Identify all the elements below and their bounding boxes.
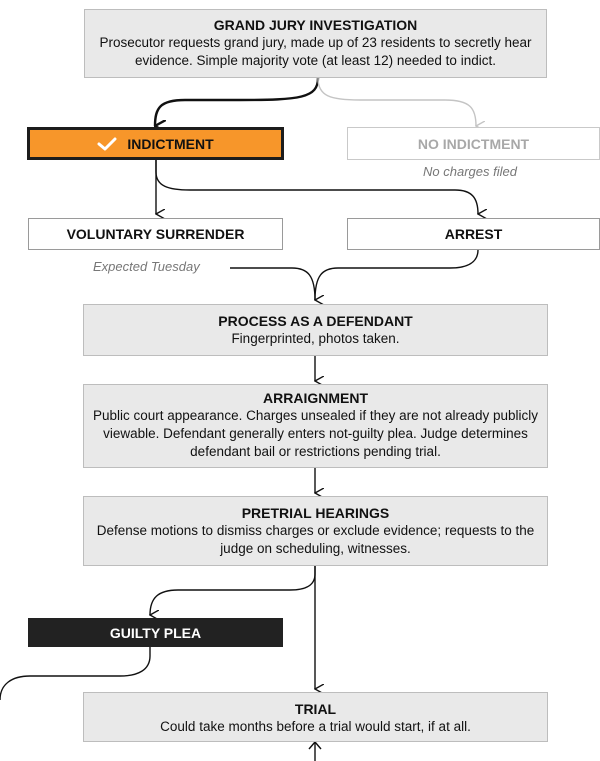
arrest-label: ARREST <box>444 226 503 242</box>
voluntary-surrender-label: VOLUNTARY SURRENDER <box>66 226 245 242</box>
trial-description: Could take months before a trial would s… <box>160 719 471 734</box>
connector-grand-jury-to-no-indictment <box>317 77 476 126</box>
grand-jury-description: Prosecutor requests grand jury, made up … <box>99 35 532 68</box>
arraignment-title: ARRAIGNMENT <box>263 390 368 406</box>
connector-indictment-to-arrest <box>155 160 478 214</box>
arraignment-description: Public court appearance. Charges unseale… <box>92 408 539 459</box>
pretrial-description: Defense motions to dismiss charges or ex… <box>96 523 535 556</box>
grand-jury-box: GRAND JURY INVESTIGATION Prosecutor requ… <box>84 9 547 78</box>
no-indictment-box: NO INDICTMENT <box>347 127 600 160</box>
arraignment-box: ARRAIGNMENT Public court appearance. Cha… <box>83 384 548 468</box>
guilty-plea-box: GUILTY PLEA <box>28 618 283 647</box>
trial-title: TRIAL <box>294 701 337 717</box>
connector-arrest-to-process <box>314 249 479 301</box>
connector-grand-jury-to-indictment <box>155 77 320 126</box>
process-description: Fingerprinted, photos taken. <box>231 331 400 346</box>
check-icon <box>97 137 117 150</box>
voluntary-surrender-box: VOLUNTARY SURRENDER <box>28 218 283 250</box>
arrest-box: ARREST <box>347 218 600 250</box>
expected-tuesday-note: Expected Tuesday <box>93 259 200 274</box>
connector-surrender-to-process <box>230 267 315 300</box>
indictment-label: INDICTMENT <box>127 135 214 152</box>
pretrial-title: PRETRIAL HEARINGS <box>241 505 390 521</box>
connector-trial-continue-arrowhead <box>308 740 322 750</box>
no-charges-note: No charges filed <box>423 164 517 179</box>
process-title: PROCESS AS A DEFENDANT <box>218 313 413 329</box>
connector-pretrial-to-guilty-plea <box>150 566 316 615</box>
pretrial-box: PRETRIAL HEARINGS Defense motions to dis… <box>83 496 548 566</box>
guilty-plea-label: GUILTY PLEA <box>109 624 202 641</box>
grand-jury-title: GRAND JURY INVESTIGATION <box>213 17 418 33</box>
process-box: PROCESS AS A DEFENDANT Fingerprinted, ph… <box>83 304 548 356</box>
connector-guilty-plea-out <box>0 647 151 701</box>
trial-box: TRIAL Could take months before a trial w… <box>83 692 548 742</box>
no-indictment-label: NO INDICTMENT <box>417 135 530 152</box>
indictment-box: INDICTMENT <box>27 127 284 160</box>
